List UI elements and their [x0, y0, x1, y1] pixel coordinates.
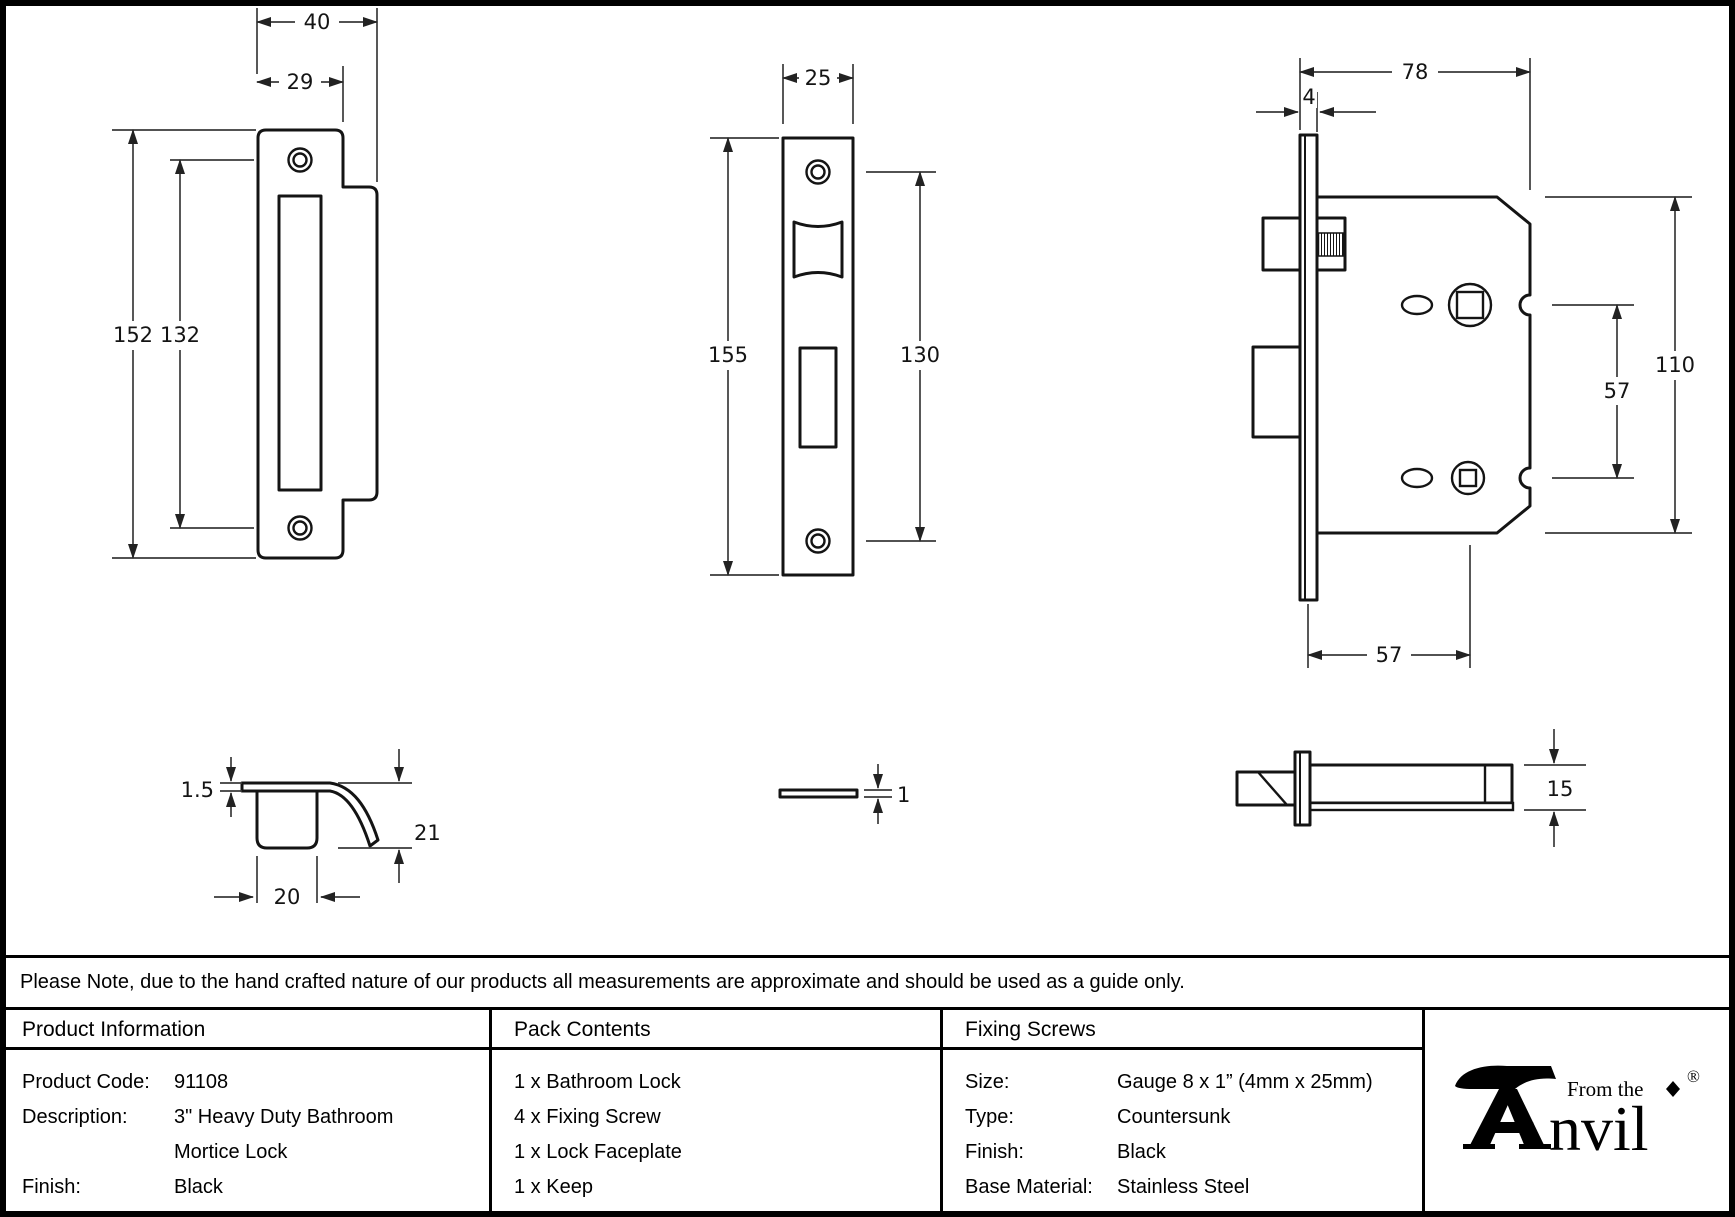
- pack-contents-cell: 1 x Bathroom Lock 4 x Fixing Screw 1 x L…: [492, 1050, 943, 1217]
- dimension-label: 57: [1604, 379, 1631, 403]
- product-info-header: Product Information: [0, 1010, 492, 1050]
- latch-bolt-profile: [1235, 770, 1297, 807]
- row-label: Size:: [965, 1071, 1010, 1093]
- lock-profile-view: 15: [1235, 729, 1586, 847]
- row-value: 3" Heavy Duty Bathroom: [174, 1106, 394, 1128]
- list-item: 1 x Keep: [514, 1176, 593, 1198]
- dimension-label: 132: [160, 323, 200, 347]
- faceplate-profile-view: 1: [778, 764, 910, 824]
- note-row: Please Note, due to the hand crafted nat…: [0, 955, 1735, 1007]
- row-label: [22, 1135, 174, 1170]
- pack-contents-header: Pack Contents: [492, 1010, 943, 1050]
- screw-hole-icon: [810, 164, 826, 180]
- lock-side-view: 78 4 110 57 57: [1251, 58, 1703, 668]
- dimension-label: 57: [1376, 643, 1403, 667]
- dimension-label: 29: [287, 70, 314, 94]
- registered-mark: ®: [1687, 1067, 1700, 1086]
- row-value: Mortice Lock: [174, 1141, 288, 1163]
- table-row: Finish: Black: [965, 1135, 1422, 1170]
- spindle-square-hole: [1455, 290, 1485, 320]
- row-label: Type:: [965, 1106, 1014, 1128]
- dimension-label: 40: [304, 10, 331, 34]
- faceplate-front-dimensions: 25 155 130: [701, 64, 948, 576]
- table-row: Description: 3" Heavy Duty Bathroom: [22, 1100, 489, 1135]
- logo-cell: From the nvil ®: [1425, 1010, 1735, 1217]
- logo-prefix-text: From the: [1567, 1077, 1643, 1101]
- dimension-label: 155: [708, 343, 748, 367]
- faceplate-front-view: 25 155 130: [701, 64, 948, 577]
- case-base-strip: [1308, 801, 1515, 812]
- table-row: Base Material: Stainless Steel: [965, 1170, 1422, 1205]
- latch-spring-hatch: [1317, 232, 1345, 257]
- row-value: Countersunk: [1117, 1106, 1231, 1128]
- list-item: 1 x Bathroom Lock: [514, 1071, 681, 1093]
- logo-brand-text: nvil: [1549, 1093, 1649, 1160]
- dimension-label: 1: [897, 783, 910, 807]
- latch-bolt-front: [1261, 216, 1302, 272]
- keep-profile-dimensions: 1.5 21 20: [181, 749, 441, 909]
- table-row: Product Code: 91108: [22, 1065, 489, 1100]
- row-label: Base Material:: [965, 1176, 1093, 1198]
- row-value: Black: [1117, 1141, 1166, 1163]
- spec-table: Product Information Pack Contents Fixing…: [0, 1007, 1735, 1217]
- lock-profile-dimensions: 15: [1524, 729, 1586, 847]
- faceplate-edge-strip: [1298, 133, 1319, 602]
- faceplate-bar-profile: [1293, 750, 1312, 827]
- diamond-icon: [1666, 1081, 1680, 1097]
- faceplate-profile-plate: [778, 788, 859, 799]
- deadbolt-cutout: [798, 346, 838, 449]
- dimension-label: 25: [805, 66, 832, 90]
- table-row: Size: Gauge 8 x 1” (4mm x 25mm): [965, 1065, 1422, 1100]
- fixing-slot: [1400, 294, 1434, 316]
- row-label: Finish:: [965, 1141, 1024, 1163]
- dimension-label: 110: [1655, 353, 1695, 377]
- dimension-label: 15: [1547, 777, 1574, 801]
- keep-slot-cutout: [277, 194, 323, 492]
- anvil-icon: [1455, 1065, 1556, 1149]
- dimension-label: 78: [1402, 60, 1429, 84]
- keep-front-view: 40 29 152 132: [106, 8, 379, 560]
- row-value: 91108: [174, 1071, 229, 1093]
- screw-hole-icon: [292, 152, 308, 168]
- dimension-label: 21: [414, 821, 441, 845]
- row-label: Product Code:: [22, 1071, 150, 1093]
- dimension-label: 4: [1302, 85, 1315, 109]
- keep-box: [255, 791, 319, 850]
- dimension-label: 20: [274, 885, 301, 909]
- fixing-slot: [1400, 467, 1434, 489]
- dimension-label: 130: [900, 343, 940, 367]
- keep-front-dimensions: 40 29 152 132: [106, 8, 378, 559]
- row-value: Black: [174, 1176, 223, 1198]
- row-value: Gauge 8 x 1” (4mm x 25mm): [1117, 1071, 1373, 1093]
- screw-hole-icon: [810, 533, 826, 549]
- row-label: Finish:: [22, 1176, 81, 1198]
- lock-side-dimensions: 78 4 110 57 57: [1256, 58, 1703, 668]
- snib-square-hole: [1458, 468, 1478, 488]
- faceplate-profile-dimensions: 1: [864, 764, 910, 824]
- fixing-screws-cell: Size: Gauge 8 x 1” (4mm x 25mm) Type: Co…: [943, 1050, 1425, 1217]
- from-the-anvil-logo: From the nvil ®: [1455, 1065, 1700, 1160]
- screw-hole-icon: [292, 520, 308, 536]
- list-item: 4 x Fixing Screw: [514, 1106, 661, 1128]
- fixing-screws-header: Fixing Screws: [943, 1010, 1425, 1050]
- latch-chamfer-line: [1257, 771, 1288, 806]
- table-row: Type: Countersunk: [965, 1100, 1422, 1135]
- technical-drawing: 40 29 152 132: [106, 8, 1703, 909]
- dimension-label: 152: [113, 323, 153, 347]
- note-text: Please Note, due to the hand crafted nat…: [20, 971, 1185, 993]
- row-label: Description:: [22, 1106, 128, 1128]
- latch-cutout: [792, 220, 844, 279]
- keep-plate-profile: [240, 781, 380, 848]
- list-item: 1 x Lock Faceplate: [514, 1141, 682, 1163]
- product-info-cell: Product Code: 91108 Description: 3" Heav…: [0, 1050, 492, 1217]
- row-value: Stainless Steel: [1117, 1176, 1250, 1198]
- lock-case-outline: [1315, 195, 1532, 535]
- table-row: Finish: Black: [22, 1170, 489, 1205]
- table-row: Mortice Lock: [22, 1135, 489, 1170]
- deadbolt-front: [1251, 345, 1302, 439]
- lock-case-profile-body: [1308, 763, 1514, 805]
- keep-profile-view: 1.5 21 20: [181, 749, 441, 909]
- dimension-label: 1.5: [181, 778, 214, 802]
